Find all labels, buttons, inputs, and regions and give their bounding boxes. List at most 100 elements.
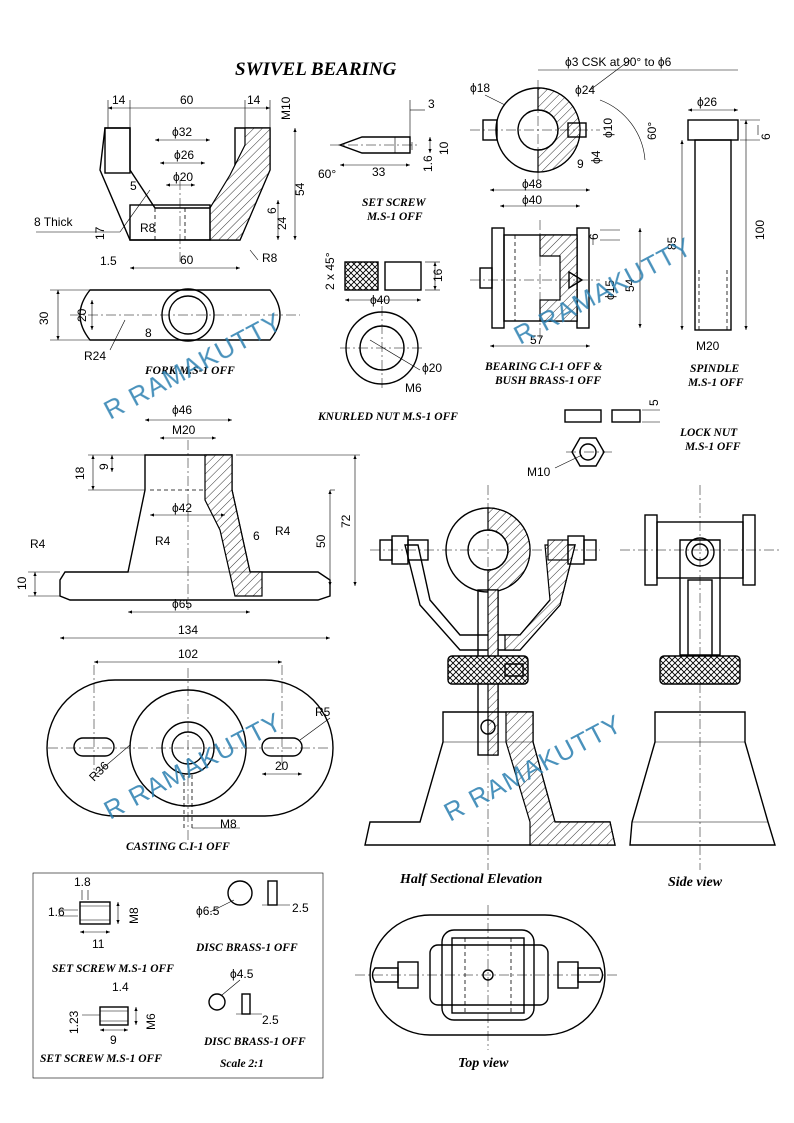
casting-dim-r36: R36	[86, 758, 112, 784]
bearing-dim-54: 54	[623, 278, 637, 292]
watermarks: R RAMAKUTTY R RAMAKUTTY R RAMAKUTTY R RA…	[99, 231, 697, 827]
small-dim-d4-5: ϕ4.5	[230, 967, 254, 981]
bearing-views: ϕ3 CSK at 90° to ϕ6 ϕ18 ϕ24 ϕ10 60° ϕ4 9…	[470, 55, 738, 387]
bearing-dim-9: 9	[577, 157, 584, 171]
small-set-screw-b-caption: SET SCREW M.S-1 OFF	[40, 1053, 162, 1065]
fork-dim-r24: R24	[84, 349, 106, 363]
small-disc-b-caption: DISC BRASS-1 OFF	[203, 1036, 306, 1048]
knurled-nut-dim-chamfer: 2 x 45°	[323, 252, 337, 290]
small-dim-1-4: 1.4	[112, 980, 129, 994]
set-screw-dim-10: 10	[437, 141, 451, 155]
casting-views: ϕ46 M20 18 9 ϕ42 R4 R4 6 R4 50 72 10 ϕ65…	[15, 403, 360, 853]
set-screw-dim-1-6: 1.6	[421, 155, 435, 172]
fork-dim-thick: 8 Thick	[34, 215, 73, 229]
fork-dim-r8b: R8	[262, 251, 278, 265]
knurled-nut-dim-d20: ϕ20	[422, 361, 442, 375]
small-disc-a-caption: DISC BRASS-1 OFF	[195, 942, 298, 954]
bearing-caption-2: BUSH BRASS-1 OFF	[494, 375, 601, 387]
spindle-dim-85: 85	[665, 236, 679, 250]
casting-dim-102: 102	[178, 647, 198, 661]
fork-dim-20: 20	[75, 308, 89, 322]
small-dim-11: 11	[92, 937, 105, 951]
drawing-title: SWIVEL BEARING	[235, 59, 397, 80]
knurled-nut-dim-m6: M6	[405, 381, 422, 395]
bearing-dim-57: 57	[530, 333, 544, 347]
lock-nut-views: 5 M10 LOCK NUT M.S-1 OFF	[527, 399, 741, 479]
set-screw-caption-2: M.S-1 OFF	[366, 211, 423, 223]
small-dim-m8: M8	[127, 907, 141, 924]
top-view: Top view	[355, 905, 620, 1071]
fork-dim-r8a: R8	[140, 221, 156, 235]
fork-dim-60b: 60	[180, 253, 194, 267]
small-set-screw-a-caption: SET SCREW M.S-1 OFF	[52, 963, 174, 975]
casting-dim-9: 9	[97, 463, 111, 470]
casting-dim-6: 6	[253, 529, 260, 543]
casting-dim-10: 10	[15, 576, 29, 590]
watermark-3: R RAMAKUTTY	[99, 706, 287, 825]
bearing-dim-d18: ϕ18	[470, 81, 490, 95]
casting-dim-d42: ϕ42	[172, 501, 192, 515]
watermark-2: R RAMAKUTTY	[509, 231, 697, 350]
set-screw-dim-33: 33	[372, 165, 386, 179]
knurled-nut-views: 2 x 45° 16 ϕ40 ϕ20 M6 KNURLED NUT M.S-1 …	[317, 252, 458, 423]
half-sectional-elevation: Half Sectional Elevation	[364, 485, 616, 887]
casting-dim-r4a: R4	[30, 537, 46, 551]
small-dim-2-5a: 2.5	[292, 901, 309, 915]
bearing-dim-d40: ϕ40	[522, 193, 542, 207]
casting-dim-r4b: R4	[155, 534, 171, 548]
knurled-nut-dim-d40: ϕ40	[370, 293, 390, 307]
lock-nut-caption-2: M.S-1 OFF	[684, 441, 741, 453]
spindle-dim-m20: M20	[696, 339, 720, 353]
bearing-caption: BEARING C.I-1 OFF &	[484, 361, 602, 373]
small-dim-9: 9	[110, 1033, 117, 1047]
small-dim-1-6: 1.6	[48, 905, 65, 919]
small-dim-d6-5: ϕ6.5	[196, 904, 220, 918]
casting-dim-72: 72	[339, 514, 353, 528]
small-parts-box: 1.8 1.6 M8 11 SET SCREW M.S-1 OFF ϕ6.5 2…	[32, 872, 324, 1079]
casting-dim-18: 18	[73, 466, 87, 480]
bearing-dim-d15: ϕ15	[603, 280, 617, 300]
spindle-dim-d26: ϕ26	[697, 95, 717, 109]
casting-dim-134: 134	[178, 623, 198, 637]
bearing-dim-d24: ϕ24	[575, 83, 595, 97]
fork-dim-5: 5	[130, 179, 137, 193]
fork-dim-54: 54	[293, 182, 307, 196]
fork-dim-1-5: 1.5	[100, 254, 117, 268]
knurled-nut-dim-16: 16	[431, 268, 445, 282]
casting-dim-20: 20	[275, 759, 289, 773]
fork-dim-14a: 14	[112, 93, 126, 107]
set-screw-dim-3: 3	[428, 97, 435, 111]
spindle-caption-2: M.S-1 OFF	[687, 377, 744, 389]
fork-dim-m10: M10	[279, 96, 293, 120]
small-dim-1-23: 1.23	[67, 1010, 81, 1034]
set-screw-dim-60deg: 60°	[318, 167, 336, 181]
half-section-caption: Half Sectional Elevation	[399, 872, 543, 887]
small-dim-m6: M6	[144, 1013, 158, 1030]
spindle-view: ϕ26 6 85 100 M20 SPINDLE M.S-1 OFF	[665, 95, 773, 389]
spindle-dim-6: 6	[759, 133, 773, 140]
fork-dim-6: 6	[265, 207, 279, 214]
knurled-nut-caption: KNURLED NUT M.S-1 OFF	[317, 411, 458, 423]
fork-dim-14b: 14	[247, 93, 261, 107]
fork-dim-d26: ϕ26	[174, 148, 194, 162]
casting-dim-d65: ϕ65	[172, 597, 192, 611]
side-view: Side view	[620, 485, 780, 890]
set-screw-caption: SET SCREW	[362, 197, 426, 209]
side-view-caption: Side view	[668, 875, 723, 890]
top-view-caption: Top view	[458, 1056, 509, 1071]
fork-dim-d20: ϕ20	[173, 170, 193, 184]
fork-dim-24: 24	[275, 216, 289, 230]
fork-dim-60: 60	[180, 93, 194, 107]
bearing-dim-d48: ϕ48	[522, 177, 542, 191]
set-screw-top-view: 3 10 60° 33 1.6 SET SCREW M.S-1 OFF	[318, 97, 451, 223]
bearing-dim-60deg: 60°	[645, 122, 659, 140]
spindle-dim-100: 100	[753, 220, 767, 240]
fork-dim-8: 8	[145, 326, 152, 340]
lock-nut-caption: LOCK NUT	[679, 427, 738, 439]
fork-caption: FORK M.S-1 OFF	[144, 365, 235, 377]
fork-dim-17: 17	[93, 226, 107, 240]
fork-dim-d32: ϕ32	[172, 125, 192, 139]
casting-dim-r5: R5	[315, 705, 331, 719]
spindle-caption: SPINDLE	[690, 363, 740, 375]
